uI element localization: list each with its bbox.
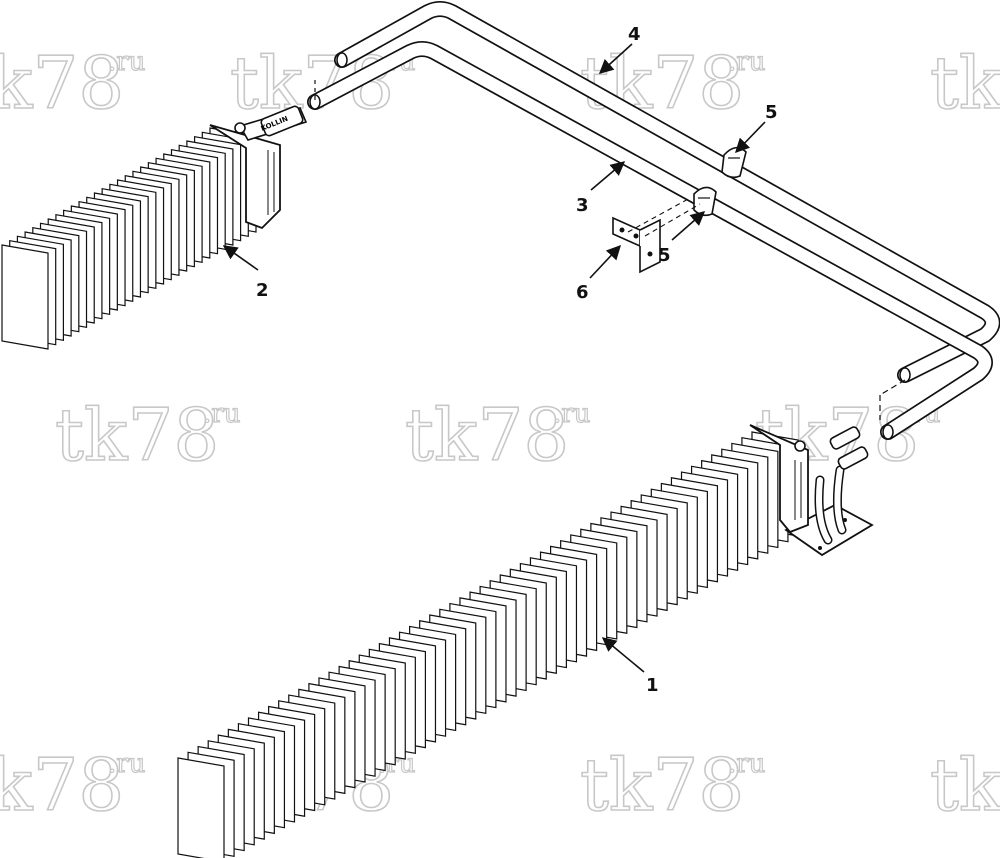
clamp-lower <box>693 186 717 217</box>
clamp-upper <box>721 146 747 179</box>
heater-1-valve <box>749 424 874 557</box>
watermark-layer: tk78.rutk78.rutk78.rutk78.rutk78.rutk78.… <box>0 40 1000 828</box>
heater-2-valve: KOLLIN <box>209 105 308 230</box>
heater-1 <box>177 431 799 858</box>
callout-5-upper: 5 <box>765 102 778 123</box>
watermark-suffix: .ru <box>728 47 765 77</box>
watermark-text: tk78 <box>405 393 569 477</box>
callout-2: 2 <box>256 280 269 301</box>
heater-fin <box>1 244 49 350</box>
watermark-text: tk78 <box>580 743 744 827</box>
callout-6: 6 <box>576 282 589 303</box>
heater-fin <box>177 757 225 858</box>
mounting-bracket <box>612 197 701 274</box>
watermark-suffix: .ru <box>108 749 145 779</box>
watermark-suffix: .ru <box>108 47 145 77</box>
pipe-4 <box>334 1 1000 383</box>
watermark-suffix: .ru <box>203 399 240 429</box>
callout-4: 4 <box>628 24 641 45</box>
watermark-text: tk78 <box>55 393 219 477</box>
watermark-text: tk78 <box>580 41 744 125</box>
watermark-text: tk78 <box>930 41 1000 125</box>
watermark-text: tk78 <box>0 41 124 125</box>
watermark-suffix: .ru <box>728 749 765 779</box>
callout-1: 1 <box>646 675 659 696</box>
watermark-text: tk78 <box>0 743 124 827</box>
callout-3: 3 <box>576 195 589 216</box>
callout-5-lower: 5 <box>658 245 671 266</box>
callouts: 1 2 3 4 5 5 6 <box>222 24 778 696</box>
watermark-suffix: .ru <box>553 399 590 429</box>
heater-2 <box>1 127 257 350</box>
watermark-text: tk78 <box>930 743 1000 827</box>
